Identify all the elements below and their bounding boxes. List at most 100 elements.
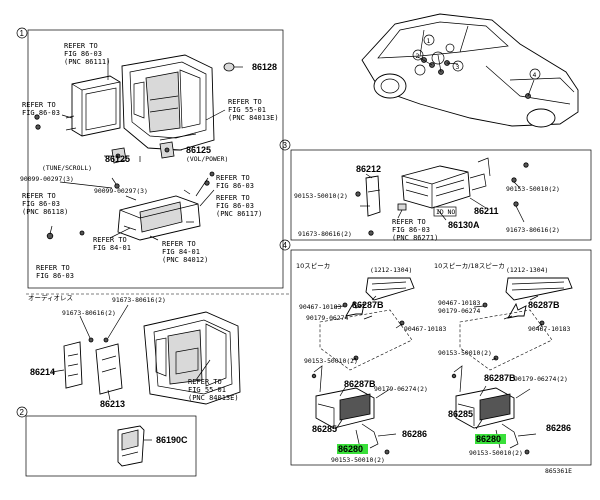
label-refer-86-03-f2: FIG 86-03: [36, 272, 74, 280]
label-90153-50010-e: 90153-50010(2): [438, 349, 492, 357]
part-number-86287b-d: 86287B: [484, 373, 516, 383]
part-number-86211: 86211: [474, 206, 499, 216]
label-refer-86-03-g1: REFER TO: [392, 218, 426, 226]
label-refer-55-01-a3: (PNC 84013E): [228, 114, 279, 122]
car-callout-1: 1: [427, 37, 431, 45]
label-refer-86-03-a3: (PNC 86111): [64, 58, 110, 66]
label-refer-55-01-b1: REFER TO: [188, 378, 222, 386]
label-90179-06274-a2: 90179-06274(2): [374, 385, 428, 393]
switch-86125-tune: [104, 147, 127, 164]
label-refer-86-03-g3: (PNC 86271): [392, 234, 438, 242]
section-2: 2 86190C: [16, 406, 197, 477]
part-number-86280-right: 86280: [476, 434, 501, 444]
label-90153-50010-c: 90153-50010(2): [304, 357, 358, 365]
section-4-frame: [290, 249, 592, 466]
part-number-86286-a: 86286: [402, 429, 427, 439]
dash-display-upper: [121, 54, 215, 151]
car-callout-4: 4: [533, 71, 537, 79]
highlight-86280-right: [475, 434, 506, 444]
part-number-86287b-a: 86287B: [352, 300, 384, 310]
label-refer-84-01-a2: FIG 84-01: [93, 244, 131, 252]
bracket-86213: [95, 343, 123, 395]
screws-section-4: [311, 302, 545, 455]
section-2-number: 2: [20, 408, 25, 417]
diagram-id: 865361E: [545, 467, 572, 475]
label-refer-86-03-c1: REFER TO: [22, 192, 56, 200]
bracket-86214: [63, 341, 83, 389]
speaker-cover-left: [365, 277, 415, 301]
label-audio-less: オーディオレス: [28, 293, 73, 302]
bracket-86212: [360, 175, 381, 217]
display-unit-86117: [117, 189, 201, 241]
label-90099-00297-a: 90099-00297(3): [20, 175, 74, 183]
dash-display-lower: [143, 311, 241, 405]
label-refer-84-01-b3: (PNC 84012): [162, 256, 208, 264]
label-refer-86-03-e3: (PNC 86117): [216, 210, 262, 218]
section-3-number: 3: [283, 141, 288, 150]
label-refer-86-03-e2: FIG 86-03: [216, 202, 254, 210]
label-90153-50010-a: 90153-50010(2): [294, 192, 348, 200]
label-refer-86-03-d1: REFER TO: [216, 174, 250, 182]
part-number-86286-b: 86286: [546, 423, 571, 433]
part-number-86212: 86212: [356, 164, 381, 174]
label-refer-86-03-d2: FIG 86-03: [216, 182, 254, 190]
label-vol-power: (VOL/POWER): [186, 155, 228, 163]
clip-86128: [223, 62, 243, 72]
part-number-86287b-c: 86287B: [528, 300, 560, 310]
label-90467-10183-a1: 90467-10183: [299, 303, 341, 311]
speaker-86280-right: [453, 365, 519, 449]
section-3: 3 ID NO 86212 90153-50010(2): [279, 139, 592, 242]
label-refer-84-01-b2: FIG 84-01: [162, 248, 200, 256]
label-90467-10183-b1: 90467-10183: [438, 299, 480, 307]
label-refer-86-03-g2: FIG 86-03: [392, 226, 430, 234]
label-refer-86-03-f1: REFER TO: [36, 264, 70, 272]
label-91673-80616-c: 91673-80616(2): [112, 296, 166, 304]
section-4-number: 4: [283, 241, 288, 250]
part-number-86130a: 86130A: [448, 220, 480, 230]
section-4: 4 10スピーカ 10スピーカ/18スピーカ (1212-1304) (1212…: [279, 239, 592, 466]
section-3-frame: [290, 149, 592, 241]
section-audio-option: オーディオレス 91673-80616(2) 91673-80616(2) 86…: [26, 293, 290, 409]
part-number-86190c: 86190C: [156, 435, 188, 445]
car-callout-3: 3: [456, 63, 460, 71]
label-refer-86-03-a2: FIG 86-03: [64, 50, 102, 58]
label-date-range-a: (1212-1304): [370, 266, 412, 274]
section-2-frame: [25, 415, 197, 477]
label-90153-50010-f: 90153-50010(2): [469, 449, 523, 457]
label-refer-55-01-b2: FIG 55-01: [188, 386, 226, 394]
radio-unit-86111: [65, 75, 121, 137]
label-refer-86-03-e1: REFER TO: [216, 194, 250, 202]
leaders-section-1: [49, 58, 226, 241]
label-tune-scroll: (TUNE/SCROLL): [42, 164, 92, 172]
dashed-panel-left: [319, 309, 413, 371]
label-date-range-b: (1212-1304): [506, 266, 548, 274]
part-number-86214: 86214: [30, 367, 55, 377]
label-91673-80616-d: 91673-80616(2): [62, 309, 116, 317]
label-90153-50010-d: 90153-50010(2): [331, 456, 385, 464]
label-refer-84-01-a1: REFER TO: [93, 236, 127, 244]
switch-86125-vol: [159, 141, 182, 159]
part-number-86287b-b: 86287B: [344, 379, 376, 389]
screws-section-1: [34, 114, 215, 240]
arrow-right: [507, 302, 527, 319]
label-90179-06274-b2: 90179-06274(2): [514, 375, 568, 383]
label-91673-80616-a: 91673-80616(2): [298, 230, 352, 238]
part-number-86285-a: 86285: [312, 424, 337, 434]
label-refer-86-03-c3: (PNC 86118): [22, 208, 68, 216]
section-1: 1: [16, 27, 284, 289]
car-callout-2: 2: [416, 52, 420, 60]
label-90467-10183-a2: 90467-10183: [404, 325, 446, 333]
socket-86190c: [117, 425, 152, 467]
label-90179-06274-b1: 90179-06274: [438, 307, 480, 315]
part-number-86213: 86213: [100, 399, 125, 409]
label-10-18-speaker: 10スピーカ/18スピーカ: [434, 262, 505, 270]
part-number-86125-a: 86125: [105, 154, 130, 164]
part-number-86125-b: 86125: [186, 145, 211, 155]
leaders-section-4: [333, 295, 543, 449]
highlight-86280-left: [337, 444, 368, 454]
section-1-number: 1: [20, 29, 25, 38]
label-90467-10183-b2: 90467-10183: [528, 325, 570, 333]
label-90153-50010-b: 90153-50010(2): [506, 185, 560, 193]
label-id-no: ID NO: [436, 208, 455, 216]
